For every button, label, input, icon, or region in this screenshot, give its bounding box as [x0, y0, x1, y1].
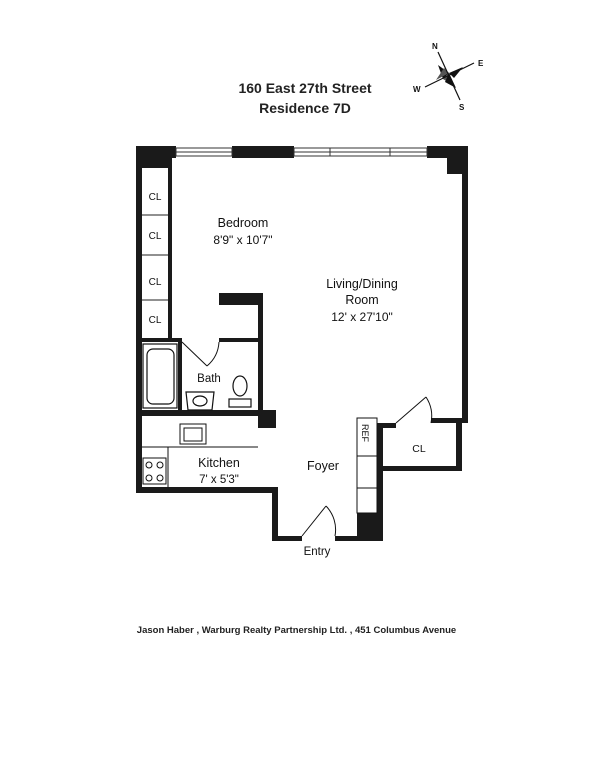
compass-rose-icon: N E S W	[413, 42, 484, 112]
closet-label-2: CL	[149, 231, 162, 242]
refrigerator	[356, 417, 378, 514]
footer-credit: Jason Haber , Warburg Realty Partnership…	[136, 625, 457, 636]
address-title: 160 East 27th Street	[238, 80, 372, 96]
living-label-line2: Room	[345, 293, 378, 307]
closet-label-3: CL	[149, 277, 162, 288]
bedroom-dims: 8'9" x 10'7"	[213, 233, 272, 247]
living-label-line1: Living/Dining	[326, 277, 398, 291]
stove-icon	[142, 457, 167, 485]
toilet	[228, 375, 252, 408]
closet-dividers	[142, 214, 168, 301]
ref-label: REF	[360, 424, 370, 443]
kitchen-counter	[142, 423, 258, 487]
compass-n: N	[432, 42, 438, 51]
bath-sink	[185, 391, 215, 411]
compass-e: E	[478, 59, 484, 68]
kitchen-dims: 7' x 5'3"	[199, 474, 239, 486]
compass-s: S	[459, 103, 465, 112]
bath-door	[181, 341, 220, 367]
bathtub	[142, 343, 178, 409]
walls	[136, 146, 468, 541]
kitchen-label: Kitchen	[198, 456, 240, 470]
closet-label-4: CL	[149, 315, 162, 326]
windows	[175, 147, 428, 157]
living-dims: 12' x 27'10"	[331, 310, 393, 324]
bedroom-label: Bedroom	[218, 216, 269, 230]
entry-door	[301, 505, 337, 537]
foyer-label: Foyer	[307, 459, 339, 473]
hall-closet-door	[395, 396, 433, 424]
closet-label-1: CL	[149, 192, 162, 203]
compass-w: W	[413, 85, 421, 94]
hall-closet-label: CL	[412, 443, 426, 455]
residence-title: Residence 7D	[259, 100, 351, 116]
bath-label: Bath	[197, 373, 221, 385]
entry-label: Entry	[304, 546, 331, 558]
